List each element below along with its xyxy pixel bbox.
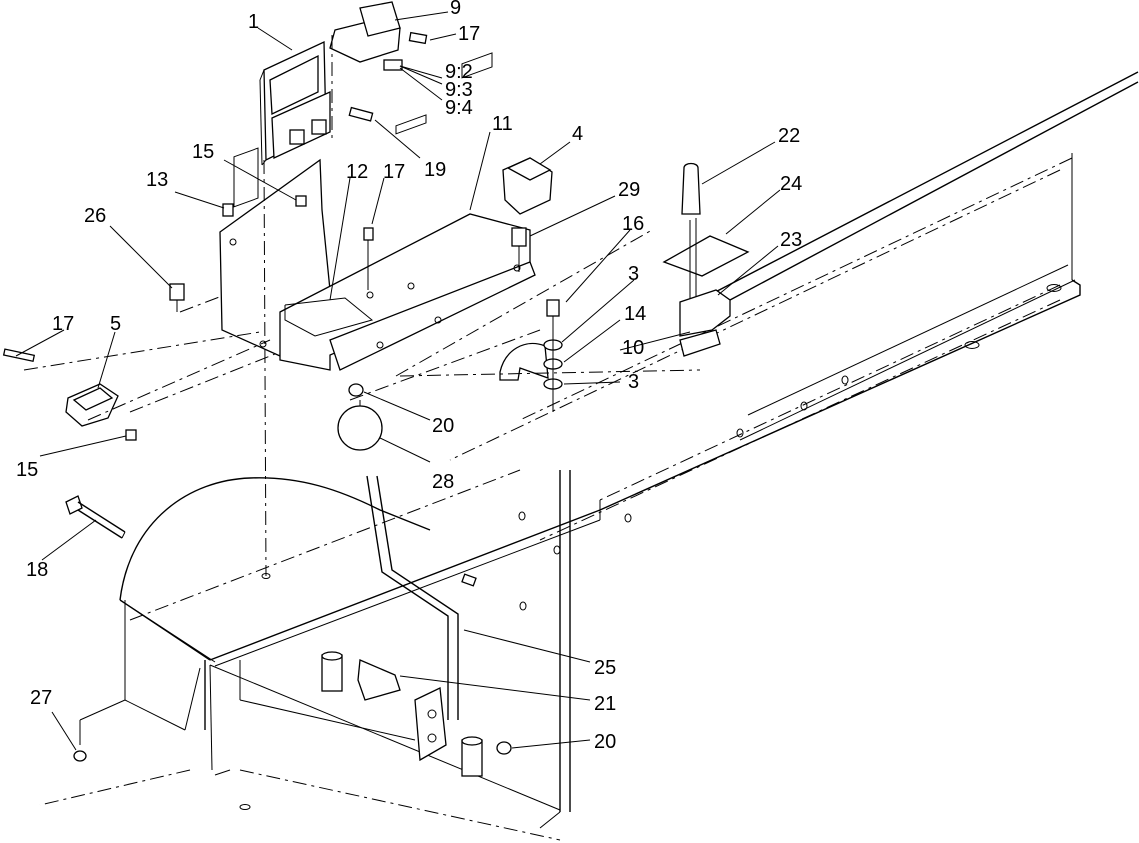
leader-lines [15, 11, 781, 751]
callout-16: 16 [622, 213, 644, 235]
callout-24: 24 [780, 173, 802, 195]
callout-29: 29 [618, 179, 640, 201]
callout-3-top: 3 [628, 263, 639, 285]
callout-5: 5 [110, 313, 121, 335]
callout-21: 21 [594, 693, 616, 715]
callout-17-left: 17 [52, 313, 74, 335]
callout-22: 22 [778, 125, 800, 147]
callout-20-top: 20 [432, 415, 454, 437]
callout-9-2: 9:2 [445, 61, 473, 83]
alignment-lines [23, 35, 701, 738]
callout-26: 26 [84, 205, 106, 227]
callout-11: 11 [492, 113, 513, 135]
callout-17-top: 17 [458, 23, 480, 45]
lower-housing [39, 469, 601, 841]
callout-18: 18 [26, 559, 48, 581]
callout-9-3: 9:3 [445, 79, 473, 101]
long-bolt [65, 495, 126, 539]
hook-bracket [499, 299, 563, 412]
frame-rail [449, 71, 1139, 829]
connector [329, 1, 403, 71]
callout-20-bottom: 20 [594, 731, 616, 753]
callout-12: 12 [346, 161, 368, 183]
callout-19: 19 [424, 159, 446, 181]
callout-15-top: 15 [192, 141, 214, 163]
callout-13: 13 [146, 169, 168, 191]
controller-module [259, 40, 331, 166]
callout-17-mid: 17 [383, 161, 405, 183]
relay-plate [65, 383, 119, 427]
callout-1: 1 [248, 11, 259, 33]
callout-23: 23 [780, 229, 802, 251]
shift-lever [337, 383, 459, 720]
callout-4: 4 [572, 123, 583, 145]
callout-9: 9 [450, 0, 461, 19]
callout-15-bottom: 15 [16, 459, 38, 481]
callout-27: 27 [30, 687, 52, 709]
callout-28: 28 [432, 471, 454, 493]
callout-14: 14 [624, 303, 646, 325]
callout-10: 10 [622, 337, 644, 359]
switch [502, 157, 553, 215]
callout-labels: 1 9 17 9:2 9:3 9:4 19 11 4 22 15 12 17 1… [16, 0, 802, 753]
pivot-assembly [73, 573, 512, 777]
callout-3-bottom: 3 [628, 371, 639, 393]
lever-assembly [662, 162, 750, 357]
callout-9-4: 9:4 [445, 97, 473, 119]
main-bracket [219, 52, 536, 371]
fasteners [2, 31, 527, 441]
callout-25: 25 [594, 657, 616, 679]
